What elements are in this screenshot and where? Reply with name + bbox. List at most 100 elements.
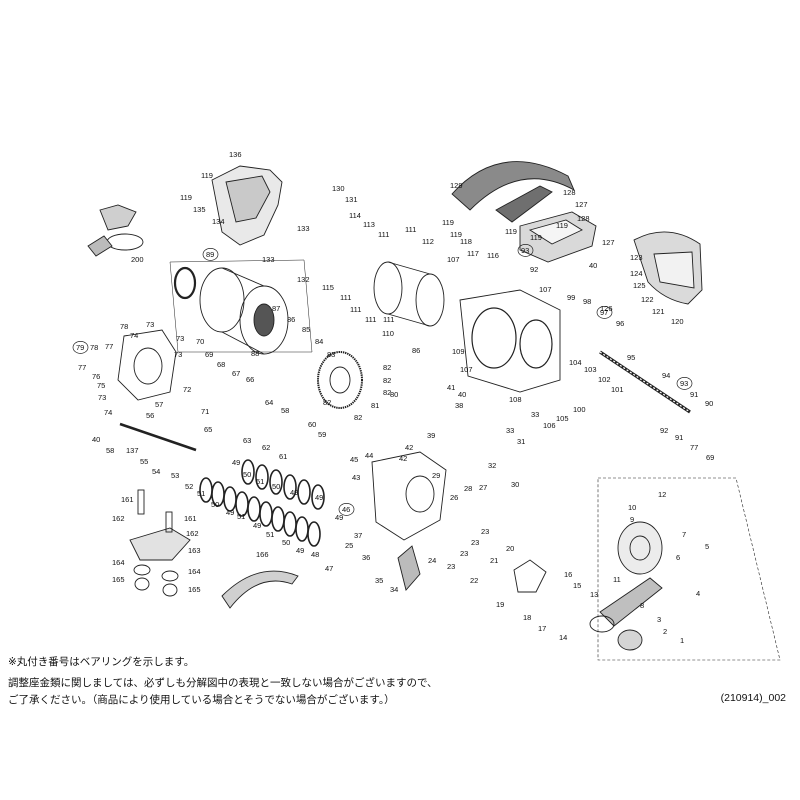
part-label: 131 — [345, 195, 358, 204]
part-label: 67 — [232, 369, 240, 378]
part-label: 15 — [573, 581, 581, 590]
part-label: 112 — [422, 237, 434, 246]
part-label: 59 — [318, 430, 326, 439]
part-label: 96 — [616, 319, 624, 328]
part-label: 17 — [538, 624, 546, 633]
part-label: 113 — [363, 220, 375, 229]
part-label: 161 — [184, 514, 197, 523]
part-label: 111 — [350, 305, 361, 314]
part-label: 136 — [229, 150, 242, 159]
part-label: 8 — [640, 601, 644, 610]
part-label: 100 — [573, 405, 586, 414]
part-label: 23 — [481, 527, 489, 536]
part-label: 95 — [627, 353, 635, 362]
part-label: 41 — [447, 383, 455, 392]
part-label: 44 — [365, 451, 373, 460]
part-label: 104 — [569, 358, 582, 367]
part-label: 119 — [201, 171, 213, 180]
part-label: 78 — [90, 343, 98, 352]
part-label: 66 — [246, 375, 254, 384]
part-label: 49 — [296, 546, 304, 555]
part-label: 19 — [496, 600, 504, 609]
part-label: 115 — [322, 283, 334, 292]
part-label: 60 — [308, 420, 316, 429]
part-label: 119 — [450, 230, 462, 239]
part-label: 14 — [559, 633, 567, 642]
part-label: 119 — [442, 218, 454, 227]
part-label: 1 — [680, 636, 684, 645]
part-label: 35 — [375, 576, 383, 585]
part-label: 46 — [342, 505, 350, 514]
part-label: 110 — [382, 329, 394, 338]
part-label: 101 — [611, 385, 624, 394]
part-label: 73 — [174, 350, 182, 359]
part-label: 28 — [464, 484, 472, 493]
part-label: 38 — [455, 401, 463, 410]
part-label: 129 — [450, 181, 463, 190]
part-label: 73 — [146, 320, 154, 329]
part-label: 87 — [272, 304, 280, 313]
part-label: 82 — [383, 363, 391, 372]
part-label: 111 — [340, 293, 351, 302]
part-label: 4 — [696, 589, 700, 598]
part-label: 52 — [185, 482, 193, 491]
part-label: 116 — [487, 251, 499, 260]
part-label: 7 — [682, 530, 686, 539]
part-label: 77 — [78, 363, 86, 372]
part-label: 69 — [205, 350, 213, 359]
part-label: 58 — [106, 446, 114, 455]
bearing-circle — [338, 503, 355, 516]
part-label: 6 — [676, 553, 680, 562]
part-label: 58 — [281, 406, 289, 415]
part-label: 109 — [452, 347, 465, 356]
part-label: 99 — [567, 293, 575, 302]
part-label: 62 — [262, 443, 270, 452]
part-label: 51 — [266, 530, 274, 539]
part-label: 165 — [112, 575, 125, 584]
part-label: 111 — [378, 230, 389, 239]
part-label: 117 — [467, 249, 479, 258]
part-label: 50 — [282, 538, 290, 547]
part-label: 49 — [315, 493, 323, 502]
part-label: 69 — [706, 453, 714, 462]
part-label: 42 — [405, 443, 413, 452]
part-label: 70 — [196, 337, 204, 346]
part-label: 49 — [226, 508, 234, 517]
part-label: 40 — [589, 261, 597, 270]
part-label: 25 — [345, 541, 353, 550]
part-label: 127 — [575, 200, 588, 209]
part-label: 137 — [126, 446, 139, 455]
part-label: 53 — [171, 471, 179, 480]
part-label: 135 — [193, 205, 206, 214]
part-label: 111 — [405, 225, 416, 234]
part-label: 23 — [447, 562, 455, 571]
part-label: 119 — [556, 221, 568, 230]
part-label: 50 — [211, 500, 219, 509]
part-label: 119 — [505, 227, 517, 236]
part-label: 92 — [660, 426, 668, 435]
part-label: 89 — [206, 250, 214, 259]
part-label: 97 — [600, 308, 608, 317]
part-label: 18 — [523, 613, 531, 622]
part-label: 77 — [105, 342, 113, 351]
part-label: 22 — [470, 576, 478, 585]
bearing-circle — [72, 341, 89, 354]
part-label: 63 — [243, 436, 251, 445]
part-label: 51 — [197, 489, 205, 498]
part-label: 49 — [335, 513, 343, 522]
washer-note-line-2: ご了承ください。（商品により使用している場合とそうでない場合がございます。） — [8, 694, 395, 706]
part-label: 31 — [517, 437, 525, 446]
part-label: 3 — [657, 615, 661, 624]
part-label: 119 — [530, 233, 542, 242]
part-label: 124 — [630, 269, 643, 278]
part-label: 107 — [460, 365, 473, 374]
part-label: 73 — [176, 334, 184, 343]
part-label: 23 — [460, 549, 468, 558]
part-label: 55 — [140, 457, 148, 466]
part-label: 164 — [188, 567, 201, 576]
part-label: 120 — [671, 317, 684, 326]
part-label: 80 — [390, 390, 398, 399]
part-label: 133 — [262, 255, 275, 264]
washer-note-line-1: 調整座金類に関しましては、必ずしも分解図中の表現と一致しない場合がございますので… — [8, 677, 438, 689]
